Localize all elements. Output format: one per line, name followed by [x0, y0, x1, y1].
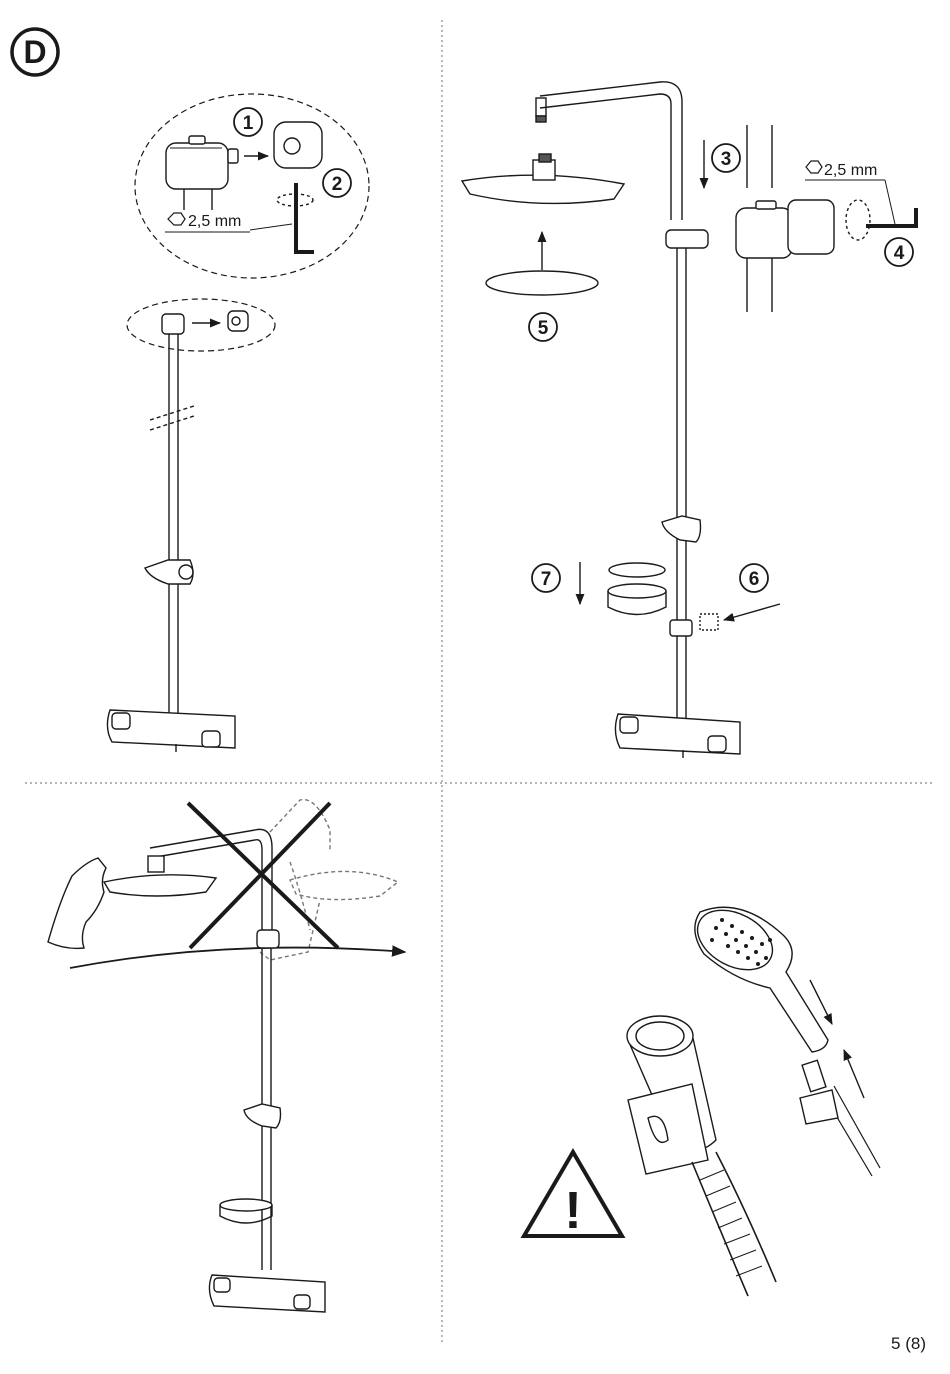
step-4-label: 4 [894, 243, 905, 264]
page-number: 5 (8) [891, 1334, 926, 1354]
step-2-label: 2 [332, 174, 343, 195]
step-1-label: 1 [243, 113, 254, 134]
step-3-label: 3 [721, 149, 732, 170]
tool-size-label: 2,5 mm [188, 213, 241, 230]
hand-shower-holder [145, 560, 193, 584]
step-7-label: 7 [541, 569, 552, 590]
wall-bracket-body [166, 143, 228, 189]
panel-top-right [462, 82, 916, 758]
warning-symbol: ! [564, 1182, 581, 1240]
section-letter: D [23, 34, 46, 70]
panel-bottom-left [48, 800, 405, 1312]
step-6-label: 6 [749, 569, 760, 590]
top-callout-ellipse [127, 299, 275, 351]
panel-top-left [107, 94, 369, 752]
tool-size-label-right: 2,5 mm [824, 162, 877, 179]
bracket-cover-cap [274, 122, 322, 168]
step-5-label: 5 [538, 318, 549, 339]
prohibited-cross-icon [188, 803, 338, 948]
rotate-arrow-icon [486, 271, 598, 295]
section-badge: D [12, 29, 58, 75]
